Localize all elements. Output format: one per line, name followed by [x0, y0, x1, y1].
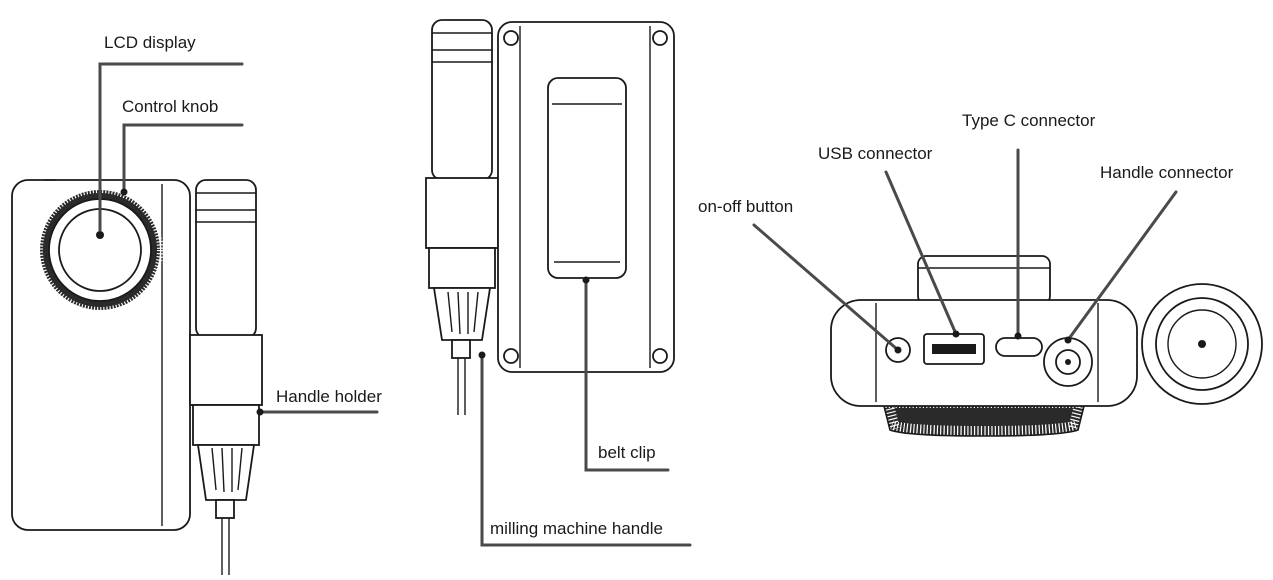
belt-clip [547, 77, 627, 279]
label-handle-connector: Handle connector [1100, 163, 1234, 182]
handpiece-back [425, 19, 499, 415]
label-control-knob: Control knob [122, 97, 218, 116]
label-type-c-connector: Type C connector [962, 111, 1096, 130]
knob-bottom [869, 388, 1099, 447]
label-belt-clip: belt clip [598, 443, 656, 462]
knob-side-view [1141, 283, 1263, 405]
label-on-off-button: on-off button [698, 197, 793, 216]
usb-connector[interactable] [923, 333, 985, 365]
handle-connector[interactable] [1043, 337, 1093, 387]
type-c-connector[interactable] [995, 337, 1043, 357]
handpiece-front [189, 179, 263, 575]
label-usb-connector: USB connector [818, 144, 933, 163]
front-view: LCD display Control knob Handle holder [11, 33, 382, 575]
label-handle-holder: Handle holder [276, 387, 382, 406]
screw-holes [503, 30, 668, 364]
label-lcd-display: LCD display [104, 33, 196, 52]
label-milling-machine-handle: milling machine handle [490, 519, 663, 538]
back-view: belt clip milling machine handle [425, 19, 692, 547]
bottom-view: on-off button USB connector Type C conne… [698, 111, 1263, 447]
